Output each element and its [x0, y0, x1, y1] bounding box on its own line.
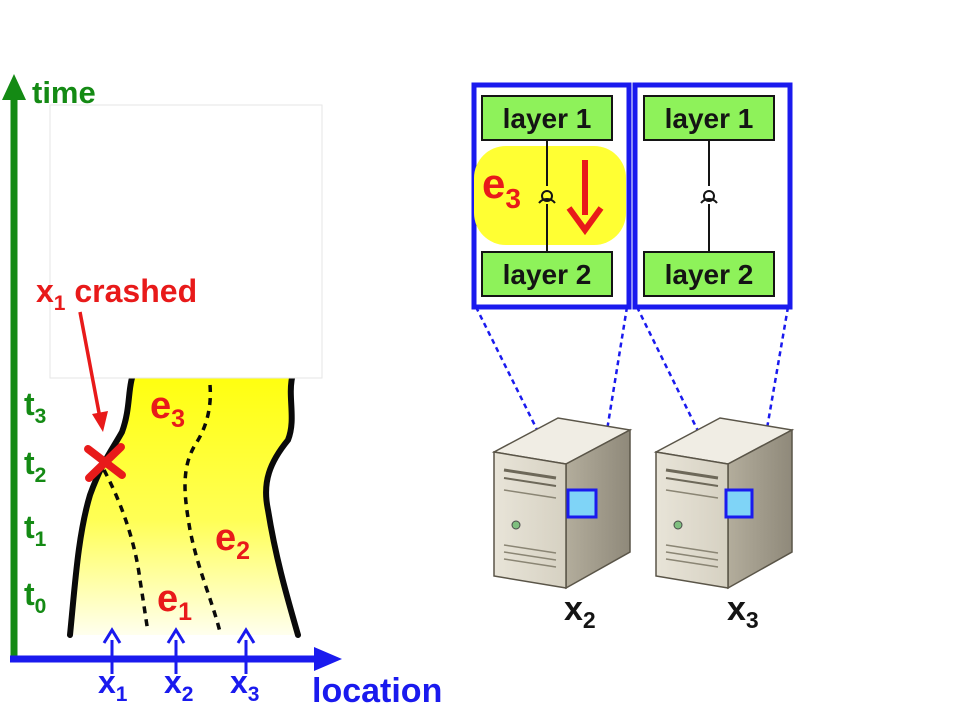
- server-x3-icon: [653, 417, 795, 590]
- svg-text:layer 1: layer 1: [503, 103, 592, 134]
- epoch-right-boundary: [263, 375, 301, 638]
- location-tick-x1: x1: [98, 627, 128, 706]
- location-axis-label: location: [312, 672, 442, 710]
- server-x2-layer-1: [481, 95, 613, 141]
- server-x3-label: x3: [727, 590, 759, 633]
- crash-arrow: [78, 311, 108, 432]
- time-tick-labels: t3 t2 t1 t0: [24, 386, 47, 618]
- server-x2-label: x2: [564, 590, 596, 633]
- connector-joint-icon: [541, 190, 553, 202]
- time-tick-t3: t3: [24, 386, 46, 428]
- server-x2-stack: layer 1 layer 2 e3: [471, 82, 632, 310]
- down-arrow-icon: [566, 160, 604, 236]
- svg-text:layer 2: layer 2: [665, 259, 754, 290]
- network-card-icon: [724, 488, 754, 519]
- server-x3-stack: layer 1 layer 2: [632, 82, 793, 310]
- location-tick-x2: x2: [164, 627, 193, 706]
- server-x3-layer-2: [643, 251, 775, 297]
- svg-text:x1: x1: [98, 664, 128, 706]
- time-tick-t0: t0: [24, 576, 46, 618]
- epoch-region: [70, 378, 298, 635]
- blank-overlay: [49, 104, 323, 379]
- time-tick-t2: t2: [24, 445, 46, 487]
- epoch-label-e3: e3: [150, 385, 185, 433]
- time-axis: time: [2, 74, 96, 660]
- worldline-x2: [183, 384, 222, 633]
- worldline-x1: [102, 469, 150, 633]
- svg-text:x2: x2: [164, 664, 193, 706]
- server-x2-layer-2: [481, 251, 613, 297]
- connector-joint-icon: [703, 190, 715, 202]
- svg-text:layer 1: layer 1: [665, 103, 754, 134]
- crash-label: x1 crashed: [36, 273, 197, 315]
- location-tick-x3: x3: [230, 627, 259, 706]
- time-tick-t1: t1: [24, 509, 47, 551]
- crash-x-icon: [84, 443, 126, 482]
- epoch-label-e1: e1: [157, 578, 192, 626]
- network-card-icon: [566, 488, 598, 519]
- time-axis-label: time: [32, 75, 96, 110]
- server-x2-icon: [491, 417, 633, 590]
- svg-text:x3: x3: [230, 664, 259, 706]
- svg-text:layer 2: layer 2: [503, 259, 592, 290]
- epoch-label-e2: e2: [215, 517, 250, 565]
- server-epoch-label: e3: [482, 160, 521, 214]
- spacetime-diagram: time location t3 t2 t1 t0 x1 x2: [2, 74, 442, 710]
- location-axis: location: [10, 647, 442, 710]
- server-x3-layer-1: [643, 95, 775, 141]
